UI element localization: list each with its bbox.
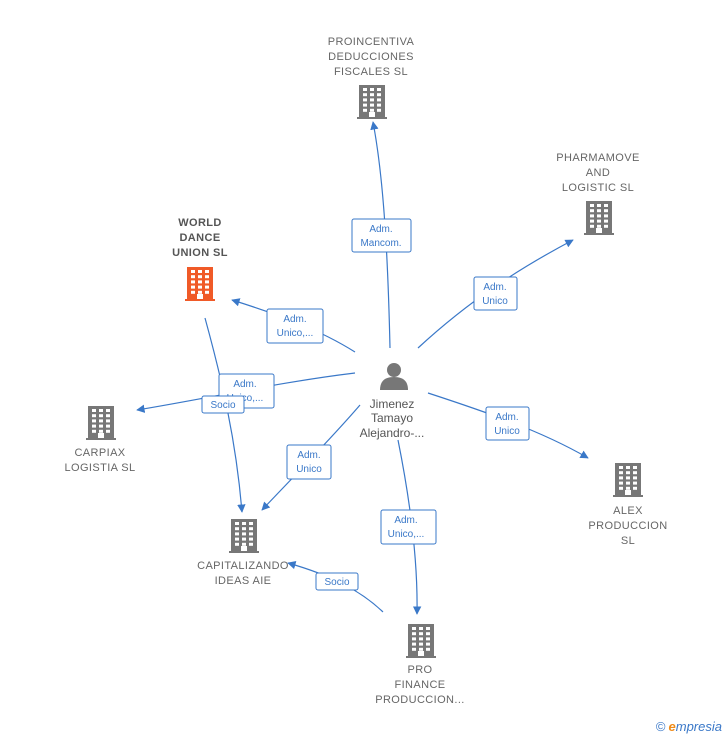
svg-text:Unico,...: Unico,... [227, 393, 264, 404]
svg-text:DANCE: DANCE [179, 232, 220, 244]
person-label-line: Alejandro-... [360, 426, 425, 440]
brand-name: mpresia [675, 719, 722, 734]
edge-label-pro-finance-to-capitalizando[interactable]: Socio [315, 572, 359, 591]
person-icon [380, 363, 408, 390]
brand-initial: e [668, 719, 676, 734]
svg-text:AND: AND [586, 167, 610, 179]
building-icon [86, 406, 116, 440]
company-node-proincentiva[interactable]: PROINCENTIVA DEDUCCIONES FISCALES SL [328, 36, 415, 119]
svg-text:Unico,...: Unico,... [388, 529, 425, 540]
svg-text:UNION SL: UNION SL [172, 247, 228, 259]
edge-label-world-to-capitalizando[interactable]: Socio [201, 395, 245, 414]
nodes: Jimenez Tamayo Alejandro-... PROINCENTIV… [64, 36, 667, 706]
edge-label-to-proincentiva[interactable]: Adm. Mancom. [351, 218, 412, 253]
edge-labels: Adm. Mancom. Adm. Unico Adm. Unico,... A… [201, 218, 530, 591]
svg-text:SL: SL [621, 535, 635, 547]
svg-text:Adm.: Adm. [297, 450, 320, 461]
svg-text:ALEX: ALEX [613, 505, 643, 517]
svg-text:WORLD: WORLD [178, 217, 222, 229]
svg-text:PRODUCCION...: PRODUCCION... [375, 694, 465, 706]
svg-text:PROINCENTIVA: PROINCENTIVA [328, 36, 415, 48]
company-node-capitalizando[interactable]: CAPITALIZANDO IDEAS AIE [197, 519, 289, 587]
svg-text:Adm.: Adm. [369, 224, 392, 235]
company-node-carpiax[interactable]: CARPIAX LOGISTIA SL [64, 406, 135, 474]
edge-label-to-world-dance[interactable]: Adm. Unico,... [266, 308, 324, 344]
building-icon [229, 519, 259, 553]
building-icon [357, 85, 387, 119]
svg-text:Unico: Unico [494, 426, 520, 437]
person-label-line: Jimenez [370, 397, 415, 411]
svg-text:Adm.: Adm. [495, 412, 518, 423]
svg-text:FISCALES SL: FISCALES SL [334, 66, 408, 78]
svg-text:Adm.: Adm. [483, 282, 506, 293]
svg-text:DEDUCCIONES: DEDUCCIONES [328, 51, 414, 63]
edge-label-to-alex[interactable]: Adm. Unico [485, 406, 530, 441]
svg-text:Adm.: Adm. [233, 379, 256, 390]
building-icon [584, 201, 614, 235]
svg-text:Unico: Unico [296, 464, 322, 475]
svg-text:Socio: Socio [210, 400, 235, 411]
person-node[interactable]: Jimenez Tamayo Alejandro-... [360, 363, 425, 440]
person-label-line: Tamayo [371, 411, 413, 425]
svg-text:PRODUCCION: PRODUCCION [588, 520, 667, 532]
brand-watermark: ©empresia [656, 719, 722, 734]
edge-label-to-capitalizando[interactable]: Adm. Unico [286, 444, 332, 480]
svg-text:FINANCE: FINANCE [394, 679, 445, 691]
svg-text:PRO: PRO [407, 664, 432, 676]
company-node-world-dance[interactable]: WORLD DANCE UNION SL [172, 217, 228, 301]
svg-text:IDEAS AIE: IDEAS AIE [215, 575, 272, 587]
svg-text:CAPITALIZANDO: CAPITALIZANDO [197, 560, 289, 572]
edge-label-to-pharmamove[interactable]: Adm. Unico [473, 276, 518, 311]
svg-text:Mancom.: Mancom. [360, 238, 401, 249]
svg-text:Unico: Unico [482, 296, 508, 307]
building-icon [613, 463, 643, 497]
svg-text:Adm.: Adm. [283, 314, 306, 325]
company-node-pro-finance[interactable]: PRO FINANCE PRODUCCION... [375, 624, 465, 706]
svg-text:Adm.: Adm. [394, 515, 417, 526]
edges [136, 121, 589, 615]
company-node-pharmamove[interactable]: PHARMAMOVE AND LOGISTIC SL [556, 152, 639, 235]
svg-text:LOGISTIC SL: LOGISTIC SL [562, 182, 634, 194]
edge-label-to-pro-finance[interactable]: Adm. Unico,... [380, 509, 437, 545]
svg-text:PHARMAMOVE: PHARMAMOVE [556, 152, 639, 164]
building-icon [406, 624, 436, 658]
copyright-icon: © [655, 719, 666, 734]
svg-text:CARPIAX: CARPIAX [74, 447, 125, 459]
svg-text:LOGISTIA SL: LOGISTIA SL [64, 462, 135, 474]
edge-world-to-capitalizando [204, 317, 246, 513]
svg-text:Socio: Socio [324, 577, 349, 588]
svg-text:Unico,...: Unico,... [277, 328, 314, 339]
company-node-alex[interactable]: ALEX PRODUCCION SL [588, 463, 667, 547]
building-icon [185, 267, 215, 301]
